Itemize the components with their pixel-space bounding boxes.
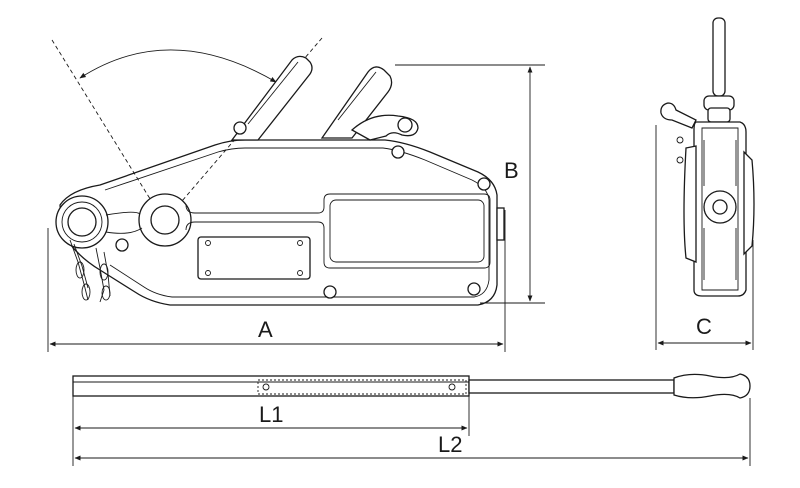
bolt-hole (323, 285, 337, 299)
nameplate (197, 236, 311, 280)
forward-lever (320, 66, 393, 139)
lever-centerline-back (51, 39, 161, 216)
housing-window (329, 199, 485, 263)
handle-slot (257, 379, 467, 395)
front-view (660, 17, 755, 297)
anchor-pin-inner (67, 207, 97, 237)
telescopic-handle (72, 373, 751, 399)
front-rod (712, 17, 726, 97)
dimension-c-label: C (696, 314, 712, 339)
safety-chain (69, 239, 111, 303)
side-view (51, 37, 505, 306)
main-pivot-hole (150, 205, 180, 235)
bolt-hole (467, 282, 481, 296)
dimension-lines (47, 64, 754, 466)
dimension-l1-label: L1 (259, 402, 283, 427)
bolt-hole (391, 145, 405, 159)
housing-channel (185, 193, 491, 269)
handle-outer-tube (72, 375, 470, 397)
handle-inner-tube (468, 379, 675, 394)
front-pivot-hole (712, 199, 728, 215)
dimension-b-label: B (504, 158, 519, 183)
bolt-hole (477, 177, 491, 191)
dimension-a-label: A (258, 317, 273, 342)
front-lever-arm (660, 102, 697, 129)
bolt-hole (115, 238, 129, 252)
lever-swing-arc (79, 49, 277, 83)
housing-outline (59, 139, 498, 306)
dimension-l2-label: L2 (438, 432, 462, 457)
rope-outlet (496, 207, 505, 241)
handle-grip (673, 373, 751, 399)
